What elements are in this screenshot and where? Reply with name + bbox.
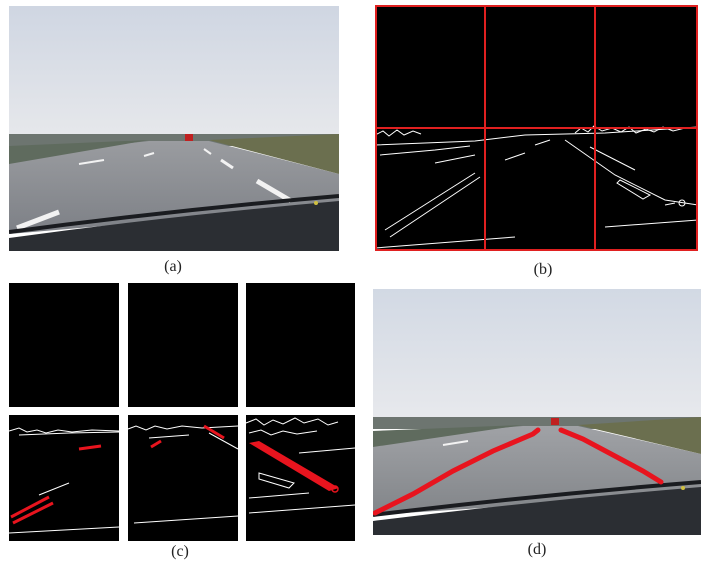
- edge-map-b: [375, 5, 698, 251]
- caption-d: (d): [527, 541, 547, 558]
- caption-c: (c): [171, 543, 189, 560]
- caption-a: (a): [164, 258, 182, 275]
- edge-lines: [375, 125, 698, 249]
- panel-b-edge-map: [375, 5, 698, 251]
- road-photo-d: [373, 289, 701, 535]
- tile-grid-c: [9, 283, 355, 541]
- panel-c-tiles: [9, 283, 355, 541]
- grid-lines: [375, 5, 698, 251]
- panel-d-detected-lanes: [373, 289, 701, 535]
- detected-lane-lines: [373, 427, 664, 516]
- road-photo-a: [9, 6, 339, 251]
- panel-a-road-photo: [9, 6, 339, 251]
- caption-b: (b): [533, 261, 553, 278]
